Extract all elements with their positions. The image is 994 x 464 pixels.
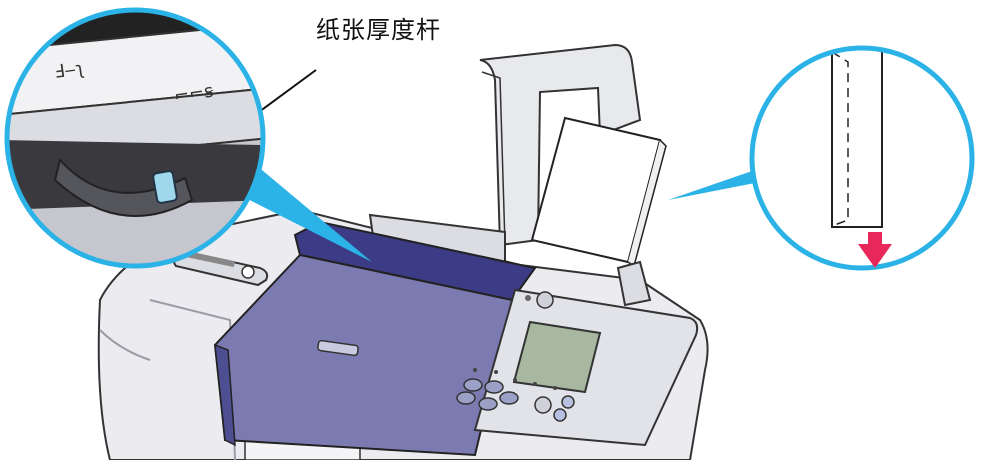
down-arrow-icon <box>858 232 892 268</box>
paper-thickness-lever <box>152 170 178 204</box>
paper-support <box>479 43 642 247</box>
power-button <box>536 291 554 309</box>
control-panel <box>456 288 699 447</box>
lcd-screen <box>512 320 602 394</box>
svg-text:Ⅎ‒ʅ: Ⅎ‒ʅ <box>53 58 86 83</box>
callout-label: 纸张厚度杆 <box>316 16 441 44</box>
card-slot <box>172 248 269 287</box>
top-cover <box>213 220 537 457</box>
envelope-in-feeder <box>530 116 667 268</box>
zoom-circle-right <box>749 45 975 271</box>
zoom-beam-right <box>668 170 760 200</box>
envelope-closeup <box>831 48 883 228</box>
